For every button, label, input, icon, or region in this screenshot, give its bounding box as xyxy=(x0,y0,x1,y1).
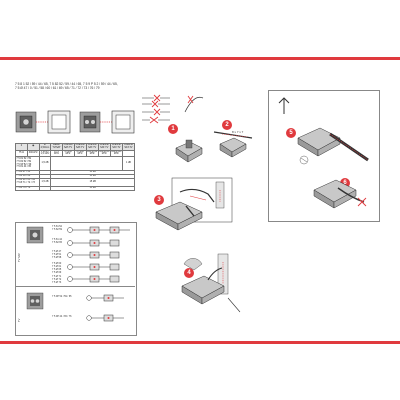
step-5-illustration xyxy=(297,127,369,165)
wiring-codes-2: 7 5 81 44 7 5 82 65 xyxy=(52,238,62,244)
spec-hdr-3: Radio/ TV/SAT xyxy=(50,143,63,151)
step-6-illustration xyxy=(313,179,367,209)
step-badge-3: 3 xyxy=(154,195,164,205)
step-badge-5: 5 xyxy=(286,128,296,138)
wiring-codes-4: 7 5 Ø 60 7 5 Ø 61 7 5 Ø 65 7 5 Ø 69 xyxy=(52,262,62,274)
spec-row: 7 5 Ø 76 / 79 15 dB xyxy=(15,185,135,191)
spec-sub-6: 950-2150 MHz xyxy=(85,149,99,158)
spec-hdr-6: Channel SAT-TV xyxy=(85,143,99,151)
spec-row: 7 5 81 52 / 59 7 5 82 52 / 59 7 5 9P 52 … xyxy=(15,156,136,172)
spec-hdr-4: Channel SAT-TV xyxy=(61,143,75,151)
spec-row-0-label: 7 5 81 52 / 59 7 5 82 52 / 59 7 5 9P 52 … xyxy=(15,156,40,172)
spec-header-row: 2 ◉ Ø 2,50mm Radio/ TV/SAT Channel SAT-T… xyxy=(15,143,136,151)
spec-sub-row: 75 Ω 300 kHz 5 MHz / 1,5 GHz 87.5 MHz 47… xyxy=(15,149,136,158)
wiring-lower-codes-1: 7 5 9P 52 / 59 / 65 xyxy=(52,295,72,298)
spec-row-0-a: 1,5 dB xyxy=(38,156,52,172)
spec-sub-2: 5 MHz / 1,5 GHz xyxy=(38,149,52,158)
tv-socket-icon: ◉ xyxy=(32,144,35,148)
spec-sub-0: 75 Ω xyxy=(15,149,28,158)
spec-sub-9 xyxy=(121,149,136,158)
spec-sub-1: 300 kHz xyxy=(26,149,40,158)
bottom-red-rule xyxy=(0,341,400,344)
header-codes: 7 5 8 1 52 / 59 / 44 / 65, 7 5 82 52 / 5… xyxy=(15,82,135,90)
spec-row-4-b: 15 dB xyxy=(50,185,135,191)
socket-front-lower xyxy=(26,292,44,310)
wiring-group-label-1: TV SAT xyxy=(18,253,21,262)
step-3-illustration xyxy=(155,177,233,231)
wiring-diagram-lower xyxy=(86,294,124,322)
wiring-codes-3: 7 5 Ø 47 7 5 Ø 51 7 5 Ø 58 xyxy=(52,250,62,259)
wiring-divider xyxy=(15,286,135,287)
wiring-panel xyxy=(15,222,137,336)
wiring-diagram-upper xyxy=(67,226,130,283)
strip-length-label: 8 x 7 x 7 xyxy=(232,130,244,134)
socket-exploded-view-left xyxy=(15,110,71,134)
spec-sub-4: 47-862 MHz xyxy=(61,149,75,158)
spec-row-4-label: 7 5 Ø 76 / 79 xyxy=(15,185,40,191)
spec-hdr-5: Channel SAT-TV xyxy=(73,143,87,151)
spec-row-3-label: 7 5 Ø 61 / 65 / 69 7 5 Ø 71 / 72 / 73 xyxy=(15,177,40,187)
step-badge-6: 6 xyxy=(340,178,350,188)
spec-table-wrapper: 2 ◉ Ø 2,50mm Radio/ TV/SAT Channel SAT-T… xyxy=(15,143,136,191)
spec-hdr-7: Channel SAT-TV xyxy=(97,143,111,151)
step-2-illustration xyxy=(213,131,253,158)
spec-hdr-0: 2 xyxy=(15,143,28,151)
spec-row-3-b: 15 dB xyxy=(50,177,135,187)
spec-row-0-mid xyxy=(50,156,123,172)
step-4-illustration xyxy=(181,253,241,313)
spec-row: 7 5 Ø 61 / 65 / 69 7 5 Ø 71 / 72 / 73 1,… xyxy=(15,177,135,187)
spec-hdr-9: Channel SAT-TV xyxy=(121,143,136,151)
socket-front-upper xyxy=(26,226,44,244)
cable-stripping-illustration xyxy=(142,94,170,124)
spec-hdr-2: Ø 2,50mm xyxy=(38,143,52,151)
spec-sub-3: 87.5 MHz xyxy=(50,149,63,158)
wiring-lower-codes-2: 7 5 9P 44 / 65 / 76 xyxy=(52,315,72,318)
arrow-illustration xyxy=(278,97,290,114)
spec-row-4-a xyxy=(38,185,52,191)
header-line-1: 7 5 8 1 52 / 59 / 44 / 65, 7 5 82 52 / 5… xyxy=(15,82,118,86)
wiring-codes-1: 7 5 81 52 7 5 82 59 xyxy=(52,225,62,231)
step-badge-2: 2 xyxy=(222,120,232,130)
top-red-rule xyxy=(0,57,400,60)
step-1-illustration xyxy=(175,139,203,163)
spec-table: 2 ◉ Ø 2,50mm Radio/ TV/SAT Channel SAT-T… xyxy=(15,143,136,191)
step-badge-4: 4 xyxy=(184,268,194,278)
socket-exploded-view-right xyxy=(79,110,135,134)
spec-hdr-8: Channel SAT-TV xyxy=(109,143,123,151)
step-badge-1: 1 xyxy=(168,124,178,134)
header-line-2: 7 5 Ø 47 / 0 / 51 / 58 / 60 / 61 / 69 / … xyxy=(15,86,100,90)
spec-sub-8: 950-2150 MHz xyxy=(109,149,123,158)
wiring-codes-5: 7 5 Ø 71 7 5 Ø 72 7 5 Ø 73 xyxy=(52,275,62,284)
cable-bend-illustration xyxy=(184,95,204,113)
spec-row-3-a: 1,5 dB xyxy=(38,177,52,187)
spec-sub-7: 950-2150 MHz xyxy=(97,149,111,158)
spec-row-0-b: 1 dB xyxy=(121,156,136,172)
spec-sub-5: 47-862 MHz xyxy=(73,149,87,158)
wiring-group-label-2: TV xyxy=(18,318,21,322)
spec-hdr-1: ◉ xyxy=(26,143,40,151)
